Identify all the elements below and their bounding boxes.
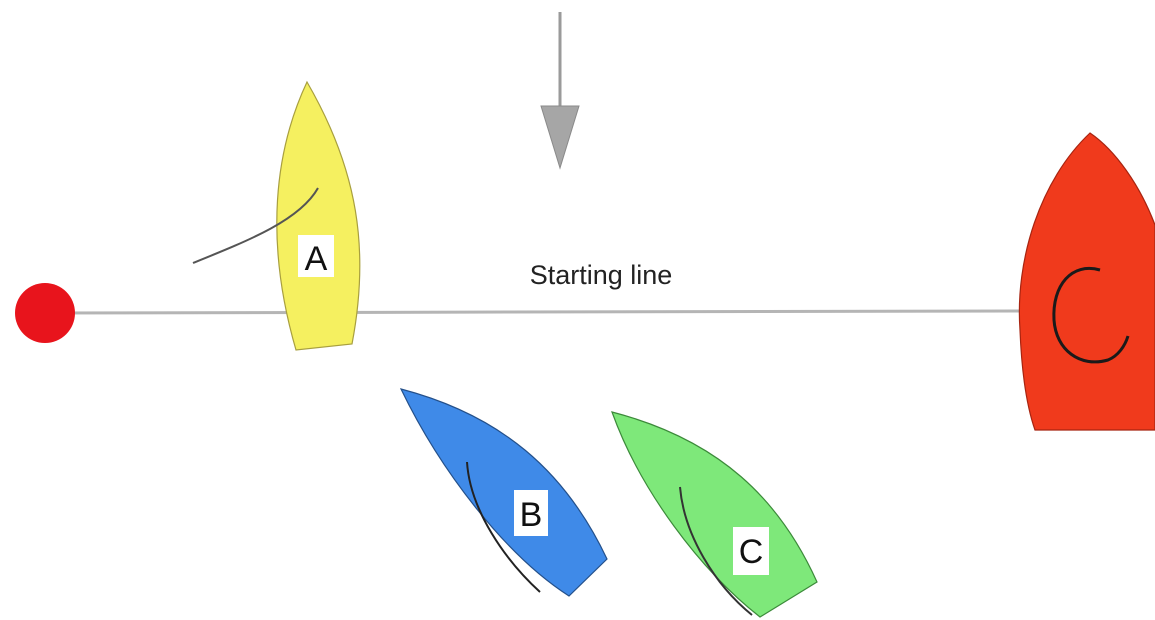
boat-a-label-bg [298,235,334,277]
boat-b-label: B [520,496,543,534]
starting-line [44,309,1031,315]
boat-b-label-bg [514,490,548,536]
wind-arrow-head [540,105,580,170]
boat-c: C [611,411,818,618]
wind-arrow [540,12,580,170]
boat-c-label: C [739,533,764,571]
committee-boat [1018,132,1155,431]
boat-a-label: A [305,240,328,278]
committee-boat-mark [1052,267,1130,364]
boat-c-sail [679,486,753,616]
boat-c-label-bg [733,527,769,575]
starting-line-label: Starting line [530,260,673,290]
boat-b-sail [466,461,541,593]
boat-a-sail [192,187,319,264]
boat-b-hull [399,388,608,597]
pin-mark [15,283,75,343]
boat-a-hull [276,80,361,351]
boat-b: B [399,388,608,597]
committee-boat-hull [1018,132,1155,431]
boat-c-hull [611,411,818,618]
boat-a: A [192,80,361,351]
